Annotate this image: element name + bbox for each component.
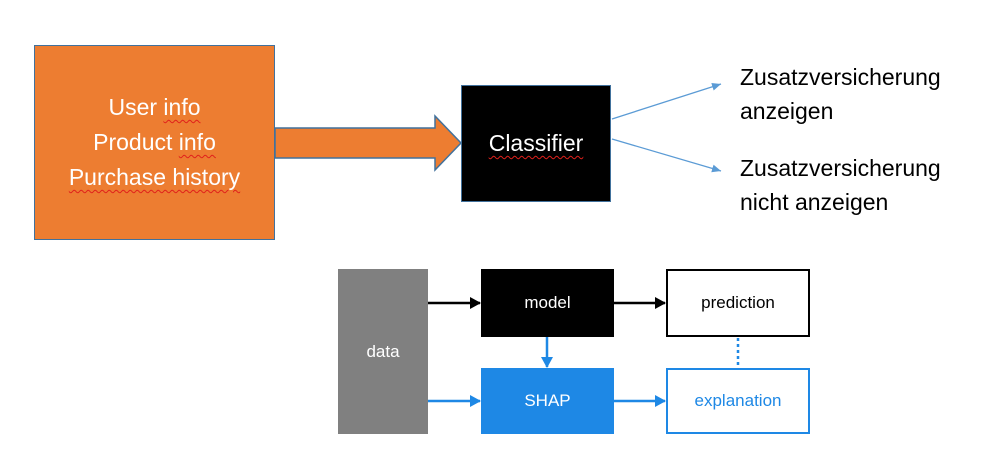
input-to-classifier-arrow [274, 114, 463, 172]
output-label-hide: Zusatzversicherung nicht anzeigen [740, 151, 941, 219]
explanation-label: explanation [694, 391, 782, 410]
data-label: data [366, 341, 400, 361]
output-label-show: Zusatzversicherung anzeigen [740, 60, 941, 128]
output-show-line-1: Zusatzversicherung [740, 64, 941, 90]
prediction-label: prediction [701, 293, 775, 312]
output-arrow-hide [611, 138, 722, 173]
shap-label: SHAP [524, 391, 571, 410]
data-box: data [338, 269, 428, 434]
input-line-product-info: Product info [93, 125, 216, 160]
model-box: model [481, 269, 614, 337]
classifier-box: Classifier [461, 85, 611, 202]
output-hide-line-1: Zusatzversicherung [740, 155, 941, 181]
explanation-box: explanation [666, 368, 810, 434]
prediction-box: prediction [666, 269, 810, 337]
output-show-line-2: anzeigen [740, 98, 834, 124]
input-line-product: Product [93, 129, 179, 155]
input-line-purchase-history: Purchase history [68, 164, 241, 190]
output-hide-line-2: nicht anzeigen [740, 189, 889, 215]
input-line-user: User [108, 94, 164, 120]
model-label: model [524, 293, 571, 312]
input-features-box: User info Product info Purchase history [34, 45, 275, 240]
input-line-user-info-word: info [163, 94, 201, 120]
input-line-user-info: User info [108, 90, 200, 125]
output-arrow-show [611, 82, 722, 120]
shap-box: SHAP [481, 368, 614, 434]
input-line-product-info-word: info [178, 129, 216, 155]
classifier-label: Classifier [488, 130, 584, 156]
